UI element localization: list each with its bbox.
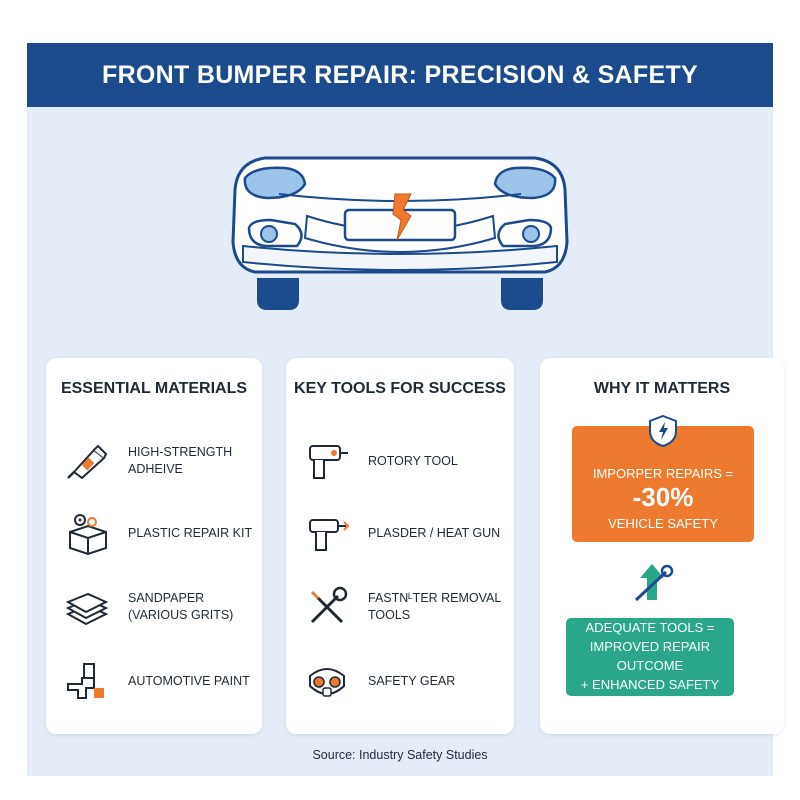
respirator-mask-icon [309,668,345,697]
item-label: SAFETY GEAR [368,673,456,688]
list-item: HIGH-STRENGTH ADHEIVE [46,438,262,492]
item-label: PLASDER / HEAT GUN [368,525,501,540]
item-label: PLASTIC REPAIR KIT [128,525,253,540]
adhesive-tube-icon [67,444,108,480]
shield-lightning-icon [649,414,677,448]
why-card: WHY IT MATTERS IMPORPER REPAIRS = -30% V… [540,358,784,734]
list-item: FASTNᴸTER REMOVAL TOOLS [286,584,514,638]
list-item: PLASTIC REPAIR KIT [46,510,262,564]
list-item: ROTORY TOOL [286,438,514,492]
source-note: Source: Industry Safety Studies [312,748,488,762]
safety-stat: -30% [632,482,694,512]
list-item: SAFETY GEAR [286,658,514,712]
page-title: FRONT BUMPER REPAIR: PRECISION & SAFETY [102,60,698,89]
sandpaper-stack-icon [65,592,109,626]
positive-line: ADEQUATE TOOLS = [585,620,715,636]
rotary-tool-icon [309,445,348,479]
item-label: FASTNᴸTER REMOVAL TOOLS [368,591,501,622]
tools-card: KEY TOOLS FOR SUCCESS ROTORY TOOL PLASDE… [286,358,514,734]
item-label: HIGH-STRENGTH ADHEIVE [128,445,233,476]
positive-box: ADEQUATE TOOLS = IMPROVED REPAIR OUTCOME… [566,618,734,696]
list-item: PLASDER / HEAT GUN [286,510,514,564]
item-label: ROTORY TOOL [368,453,458,468]
positive-line: IMPROVED REPAIR OUTCOME [589,639,711,673]
wrench-up-arrow-icon [634,564,674,602]
why-title: WHY IT MATTERS [593,380,731,397]
warning-line: IMPORPER REPAIRS = [592,466,734,481]
warning-line: VEHICLE SAFETY [608,516,718,531]
positive-line: + ENHANCED SAFETY [580,676,720,692]
paint-spray-gun-icon [67,663,104,699]
item-label: AUTOMOTIVE PAINT [128,673,250,688]
car-front-cracked-bumper-icon [231,156,569,310]
materials-title: ESSENTIAL MATERIALS [60,380,248,397]
title-banner: FRONT BUMPER REPAIR: PRECISION & SAFETY [27,43,773,107]
wrench-screwdriver-icon [310,586,348,624]
item-label: SANDPAPER (VARIOUS GRITS) [128,591,234,622]
repair-kit-box-icon [69,514,107,556]
list-item: SANDPAPER (VARIOUS GRITS) [46,584,262,638]
heat-gun-icon [309,519,350,551]
materials-card: ESSENTIAL MATERIALS HIGH-STRENGTH ADHEIV… [46,358,262,734]
tools-title: KEY TOOLS FOR SUCCESS [294,380,506,397]
list-item: AUTOMOTIVE PAINT [46,658,262,712]
